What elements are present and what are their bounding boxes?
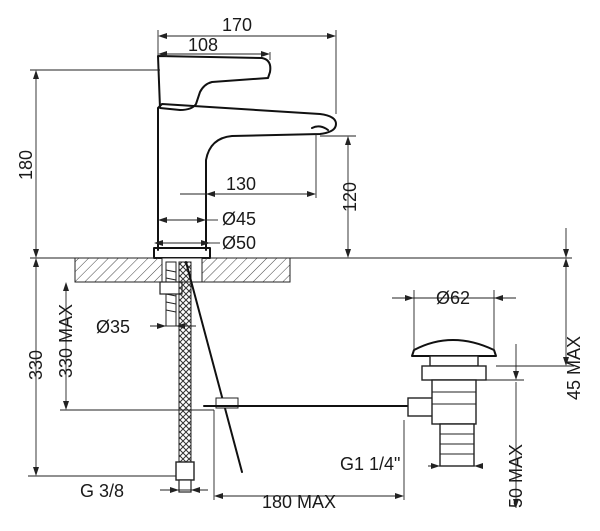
waste-plug [411,339,497,357]
dim-330: 330 [26,258,176,477]
dim-330-max-label: 330 MAX [56,304,76,378]
faucet-base [153,247,211,259]
popup-rod [185,261,243,473]
dim-g114-label: G1 1/4" [340,454,400,474]
dim-d50-label: Ø50 [222,233,256,253]
dim-130: 130 [180,134,317,198]
dim-45-max: 45 MAX [496,258,584,400]
waste-tail [439,423,475,467]
dim-130-label: 130 [226,174,256,194]
dim-180-max: 180 MAX [213,410,405,512]
dim-d45-label: Ø45 [222,209,256,229]
dim-180: 180 [16,69,160,258]
dim-170-label: 170 [222,15,252,35]
dim-d45: Ø45 [158,209,256,229]
hose-fitting [175,461,195,481]
dim-170: 170 [157,15,337,114]
dim-d50: Ø50 [154,233,256,253]
dim-330-label: 330 [26,350,46,380]
dim-d35-label: Ø35 [96,317,130,337]
dim-g114: G1 1/4" [340,454,483,474]
dim-108-label: 108 [188,35,218,55]
dim-45-max-label: 45 MAX [564,336,584,400]
braided-hose [178,261,192,463]
mounting-assembly [159,261,243,493]
dim-180-label: 180 [16,150,36,180]
popup-waste [203,339,497,467]
dim-120-label: 120 [340,182,360,212]
dim-d35: Ø35 [96,317,196,337]
dim-d62-label: Ø62 [436,288,470,308]
waste-body [431,379,477,425]
faucet-aerator [311,125,329,131]
dim-108: 108 [158,35,271,60]
dim-50-max: 50 MAX [476,344,526,508]
dim-180-max-label: 180 MAX [262,492,336,512]
faucet-lever [157,55,272,111]
dim-g38: G 3/8 [80,481,208,501]
dim-d62: Ø62 [392,288,516,350]
countertop [30,257,572,283]
dim-330-max: 330 MAX [56,282,214,411]
dim-50-max-label: 50 MAX [506,444,526,508]
dim-g38-label: G 3/8 [80,481,124,501]
dim-120: 120 [320,135,360,258]
faucet-body-outline [157,103,337,251]
